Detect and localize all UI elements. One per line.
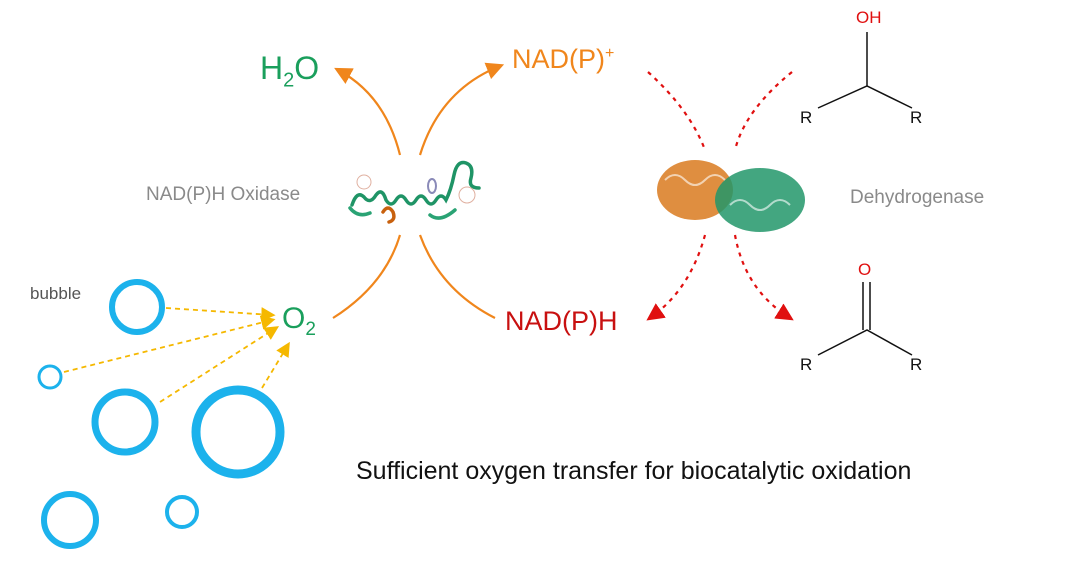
bubbles (37, 279, 285, 549)
alcohol-r-left: R (800, 108, 813, 127)
water-h: H (260, 50, 284, 86)
oxygen-label: O2 (282, 302, 316, 341)
ketone-o: O (858, 260, 872, 279)
arrow-from-oxygen (332, 234, 402, 319)
dehydrogenase-label: Dehydrogenase (850, 187, 985, 208)
bubble-icon (109, 279, 165, 335)
nadp-superscript: + (605, 45, 615, 62)
water-subscript: 2 (283, 69, 295, 92)
arrow-nadp-plus-in (647, 71, 707, 151)
oxidase-protein-icon (348, 160, 481, 224)
oxidase-label: NAD(P)H Oxidase (146, 184, 301, 205)
oxygen-o: O (282, 302, 306, 335)
bubble-icon (165, 495, 199, 529)
arrow-to-ketone (733, 234, 794, 321)
water-o: O (294, 50, 320, 86)
bubble-label: bubble (30, 284, 82, 303)
red-dotted-arrows (646, 71, 794, 321)
bubble-icon (37, 364, 63, 390)
arrow-to-nadph (646, 234, 707, 321)
arrow-alcohol-in (733, 71, 793, 151)
orange-arrows (332, 62, 505, 319)
ketone-structure (817, 282, 913, 356)
nadp-plus-label: NAD(P)+ (512, 44, 614, 75)
arrow-to-nadp-plus (418, 62, 505, 156)
arrow-to-water (334, 67, 402, 156)
oxygen-subscript: 2 (305, 319, 316, 340)
bubble-icon (41, 491, 99, 549)
nadph-label: NAD(P)H (505, 306, 618, 336)
dehydrogenase-protein-icon (657, 160, 805, 232)
caption: Sufficient oxygen transfer for biocataly… (356, 457, 912, 485)
ketone-r-right: R (910, 355, 923, 374)
ketone-r-left: R (800, 355, 813, 374)
bubble-icon (191, 385, 285, 479)
alcohol-oh: OH (856, 8, 882, 27)
water-label: H2O (260, 50, 319, 92)
alcohol-structure (817, 32, 913, 109)
nadp-text: NAD(P) (512, 44, 605, 74)
alcohol-r-right: R (910, 108, 923, 127)
bubble-icon (91, 388, 159, 456)
arrow-from-nadph (418, 234, 496, 319)
yellow-dashed-arrows (63, 307, 290, 403)
